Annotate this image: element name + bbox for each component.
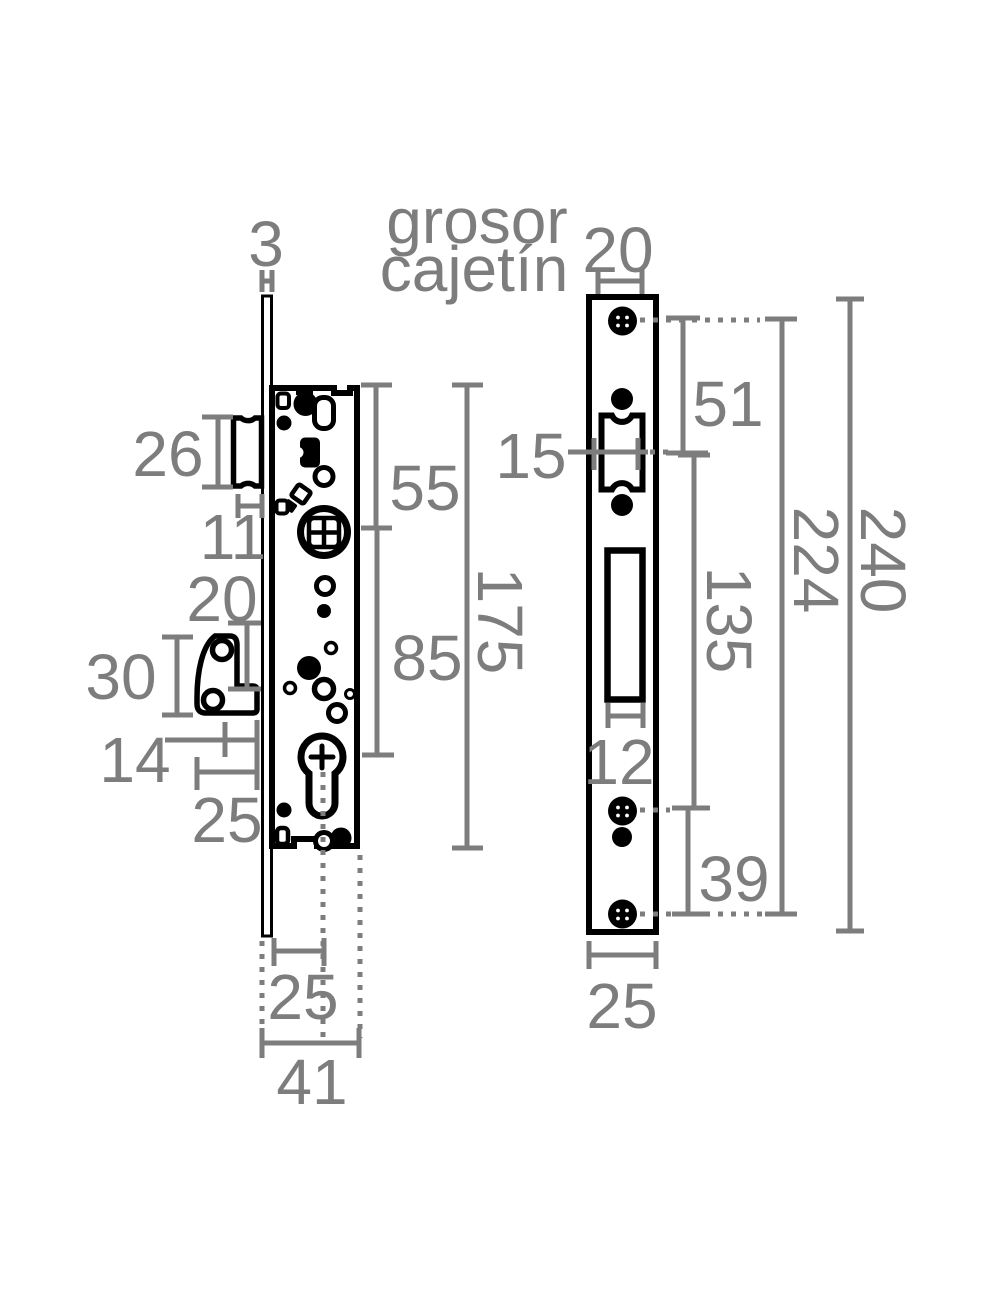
- dim-14-label: 14: [99, 724, 170, 796]
- cylinder-cross: [308, 743, 336, 771]
- screw-dot: [616, 315, 620, 320]
- dim-20-left-label: 20: [186, 563, 257, 635]
- spindle-hub: [297, 505, 351, 559]
- screw-hole-middle: [608, 796, 637, 826]
- screw-hole-bottom: [608, 899, 637, 929]
- dim-12-label: 12: [583, 726, 654, 798]
- screw-dot: [625, 908, 629, 913]
- latch-follower: [300, 437, 320, 468]
- dim-25-strike-bracket: [586, 941, 659, 969]
- dim-30-label: 30: [85, 641, 156, 713]
- pin: [317, 604, 331, 618]
- pin: [297, 656, 321, 680]
- follower-notch: [292, 447, 304, 458]
- dim-175-bracket: [452, 382, 483, 851]
- dim-85-label: 85: [391, 622, 462, 694]
- screw-dot: [625, 916, 629, 921]
- hole: [312, 465, 336, 488]
- spring-tab: [296, 387, 313, 395]
- dim-3-label: 3: [248, 208, 284, 280]
- slot-hole: [312, 395, 336, 431]
- dim-41-label: 41: [276, 1046, 347, 1118]
- dim-240-bracket: [836, 296, 864, 934]
- hole: [311, 676, 337, 702]
- rivet: [612, 827, 632, 847]
- screw-dot: [625, 813, 629, 818]
- screw-dot: [616, 323, 620, 328]
- hook-rivet-hole: [200, 687, 226, 713]
- hole: [314, 575, 336, 597]
- dim-85-bracket: [362, 528, 394, 758]
- rivet: [611, 388, 633, 410]
- dimension-labels: 3 grosor cajetín 20 26 11 20 30 14 25 55…: [85, 185, 919, 1118]
- dim-39-bracket: [672, 805, 705, 917]
- screw-head: [608, 899, 637, 929]
- screw-head: [608, 306, 637, 336]
- dim-135-label: 135: [693, 567, 765, 674]
- dim-25-backset-label: 25: [267, 961, 338, 1033]
- dim-30-bracket: [162, 634, 193, 718]
- dim-240-label: 240: [847, 507, 919, 614]
- hole: [344, 688, 356, 700]
- hole: [323, 640, 339, 656]
- grosor-label-line2: cajetín: [380, 233, 569, 305]
- dim-55-bracket: [361, 382, 392, 531]
- dim-3-bracket: [259, 270, 275, 292]
- dim-26-label: 26: [132, 418, 203, 490]
- case-internals: [274, 387, 356, 852]
- dim-25-hook-label: 25: [191, 784, 262, 856]
- dim-12-bracket: [605, 703, 646, 728]
- dim-55-label: 55: [389, 452, 460, 524]
- dim-11-bracket: [235, 494, 265, 518]
- dim-14-bracket: [165, 720, 260, 790]
- pin: [276, 802, 292, 818]
- dim-15-label: 15: [495, 420, 566, 492]
- screw-hole-top: [608, 306, 637, 336]
- dim-20-top-label: 20: [582, 214, 653, 286]
- hole: [282, 680, 298, 696]
- dim-20-left-bracket: [228, 620, 261, 692]
- slot-hole: [274, 825, 291, 847]
- screw-dot: [616, 805, 620, 810]
- pin: [276, 415, 292, 431]
- rivet: [611, 494, 633, 516]
- spring-block: [289, 482, 313, 506]
- screw-dot: [625, 805, 629, 810]
- grosor-label-line1: grosor: [386, 185, 567, 257]
- roller-latch: [230, 415, 265, 489]
- dim-224-bracket: [765, 316, 797, 917]
- hole: [326, 702, 348, 724]
- dimension-lines: [162, 268, 864, 1058]
- dim-26-bracket: [202, 414, 233, 490]
- dim-39-label: 39: [698, 843, 769, 915]
- screw-dot: [616, 908, 620, 913]
- pin: [330, 827, 352, 849]
- dim-15-bracket: [568, 438, 648, 470]
- screw-dot: [625, 323, 629, 328]
- screw-dot: [616, 916, 620, 921]
- screw-dot: [625, 315, 629, 320]
- slot-hole: [275, 391, 291, 410]
- hook-rivet-hole: [209, 637, 235, 663]
- dim-224-label: 224: [780, 507, 852, 614]
- dim-25-strike-label: 25: [586, 970, 657, 1042]
- dim-25-hook-bracket: [194, 757, 257, 790]
- dim-41-bracket: [259, 1028, 362, 1058]
- spindle-cross: [309, 518, 339, 547]
- screw-head: [608, 796, 637, 826]
- slot-hole: [274, 498, 290, 516]
- dim-20-top-bracket: [595, 268, 645, 294]
- dim-11-label: 11: [200, 501, 266, 573]
- hook-bolt: [194, 633, 260, 716]
- dim-51-label: 51: [692, 368, 763, 440]
- screw-dot: [616, 813, 620, 818]
- strike-plate-view: [586, 294, 659, 935]
- lock-side-view: [194, 294, 360, 938]
- deadbolt-cutout: [604, 547, 646, 703]
- dim-175-label: 175: [464, 568, 536, 675]
- pin: [293, 392, 318, 416]
